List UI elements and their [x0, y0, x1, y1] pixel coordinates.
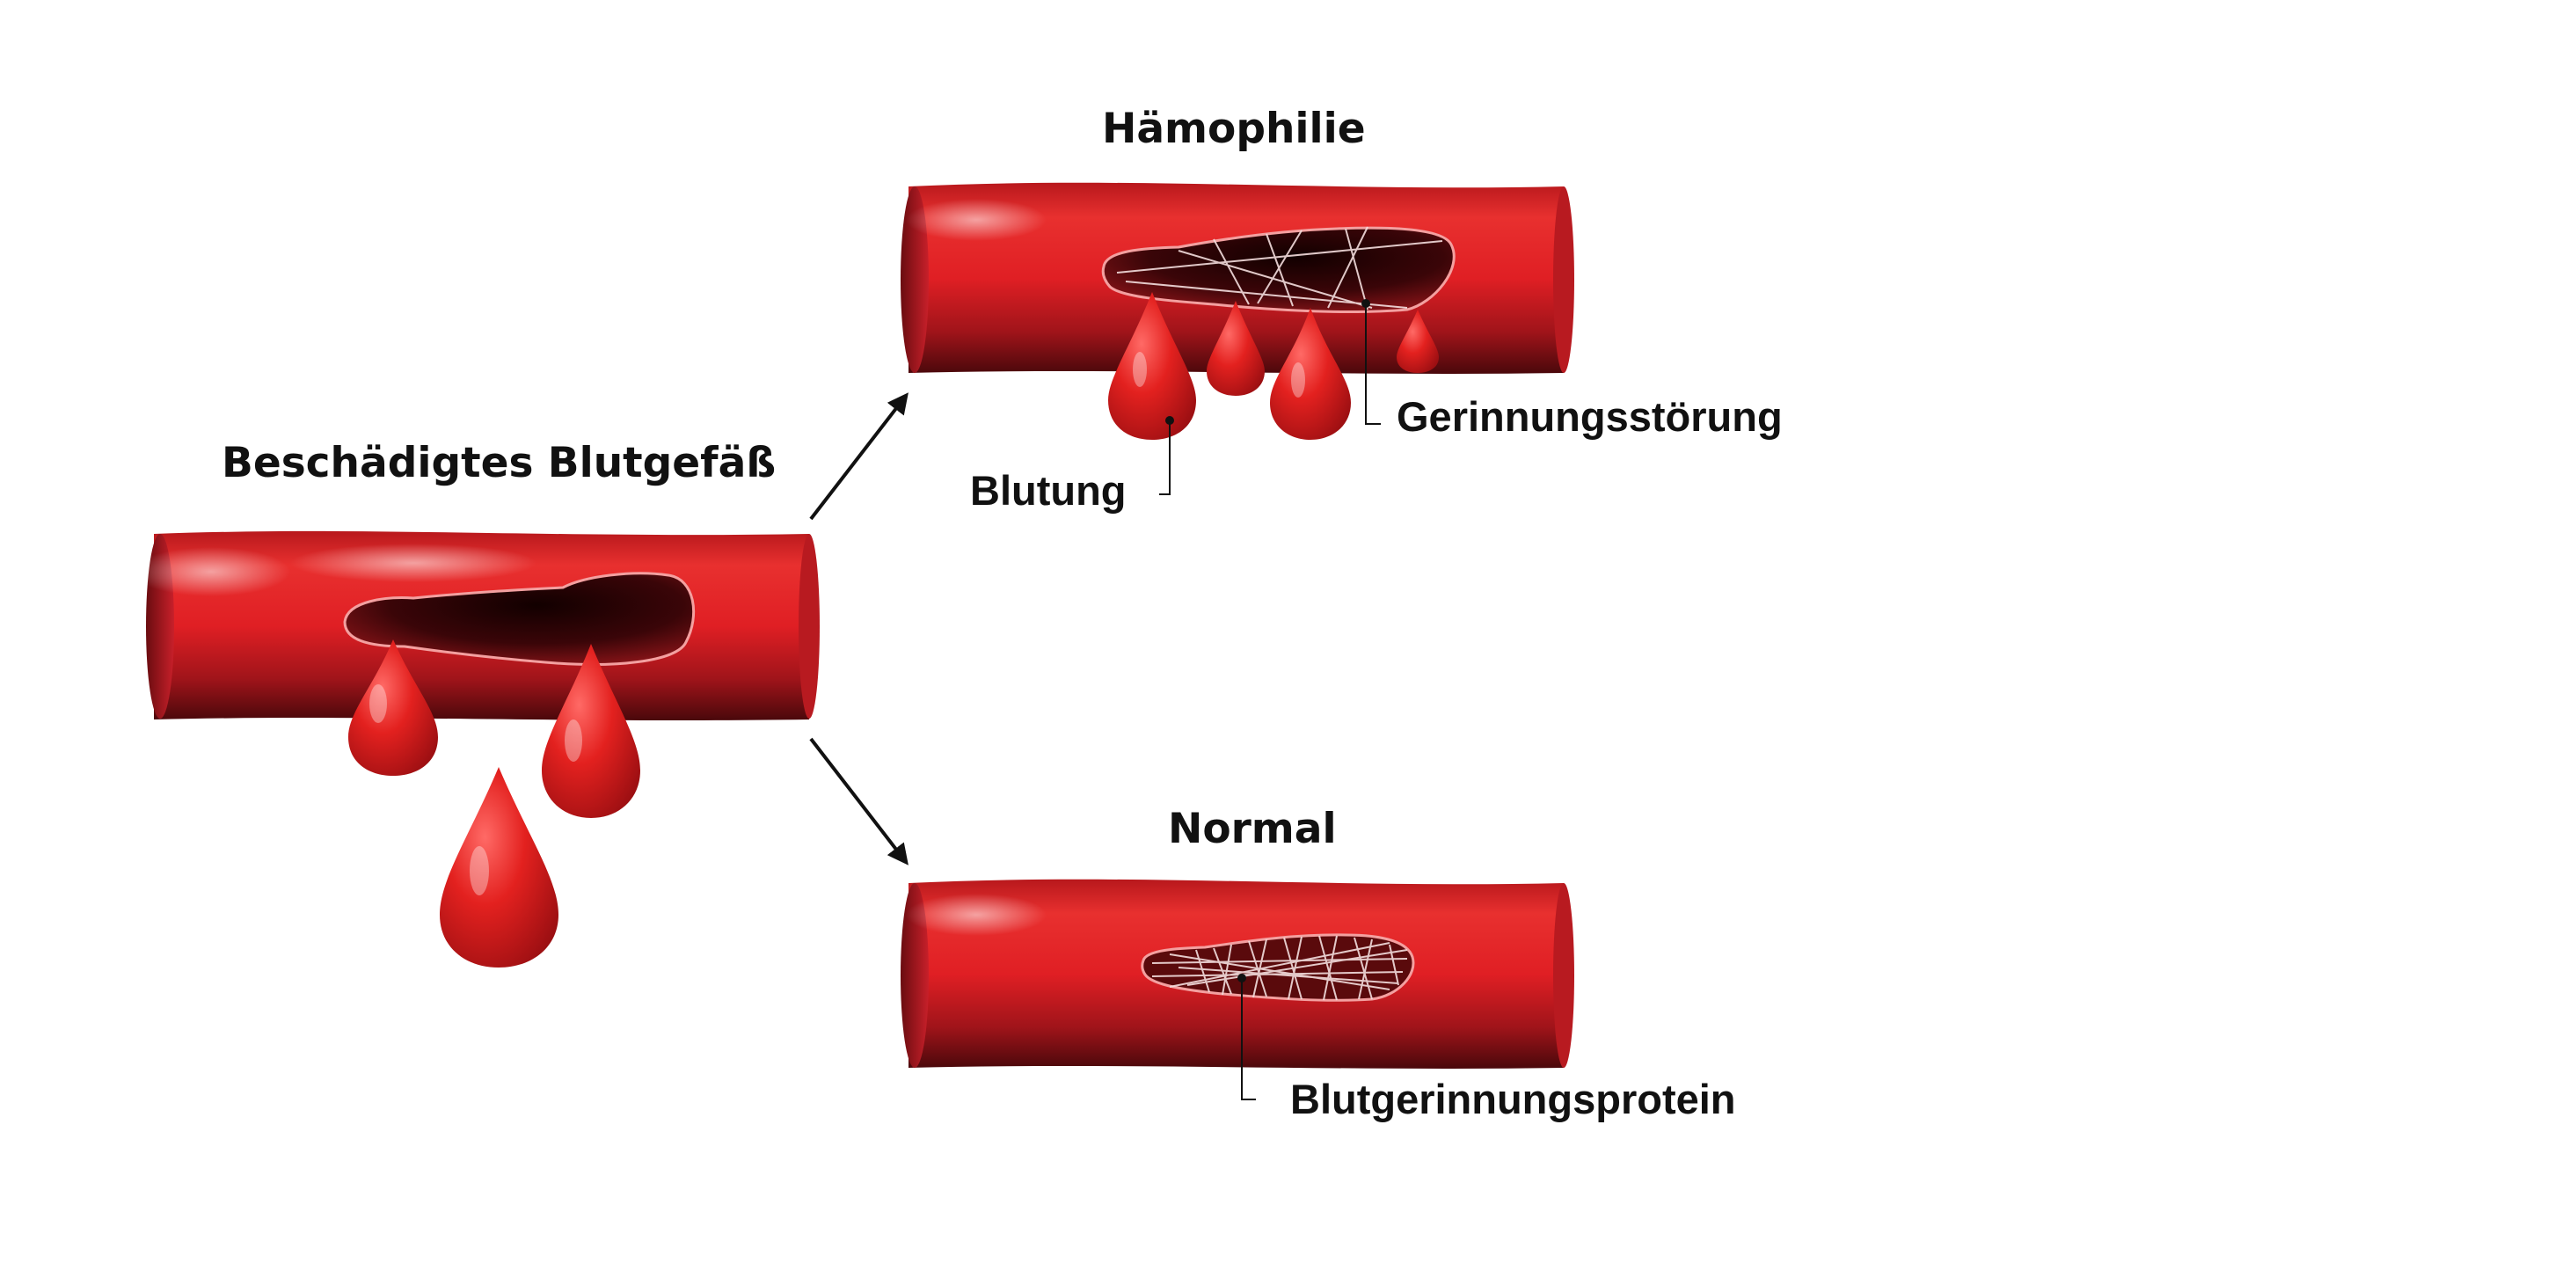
- arrow-to-hemophilia: [809, 392, 909, 521]
- leader-coagulation-disorder: [1365, 303, 1381, 425]
- damaged-vessel: [132, 530, 820, 968]
- blood-drop: [1207, 301, 1265, 396]
- fibrin-mesh: [1151, 935, 1408, 1001]
- normal-vessel: [901, 879, 1574, 1069]
- leader-bleeding: [1159, 420, 1171, 495]
- blood-drop: [1270, 308, 1351, 440]
- coagulation-disorder-label: Gerinnungsstörung: [1397, 393, 1783, 440]
- hemophilia-title: Hämophilie: [1102, 105, 1366, 153]
- blood-drop: [1397, 310, 1439, 373]
- arrow-to-normal: [809, 737, 909, 865]
- bleeding-label: Blutung: [970, 467, 1127, 514]
- hemophilia-vessel: [901, 182, 1574, 440]
- normal-title: Normal: [1168, 805, 1337, 853]
- blood-drop: [440, 767, 558, 968]
- leader-clotting-protein: [1241, 978, 1256, 1100]
- damaged-vessel-title: Beschädigtes Blutgefäß: [222, 439, 776, 487]
- wound-opening: [343, 572, 696, 666]
- blood-drop: [348, 639, 438, 776]
- blood-drop: [1108, 292, 1196, 440]
- blood-drop: [542, 644, 640, 818]
- sparse-fibers: [1116, 226, 1443, 310]
- clotting-protein-label: Blutgerinnungsprotein: [1290, 1076, 1736, 1122]
